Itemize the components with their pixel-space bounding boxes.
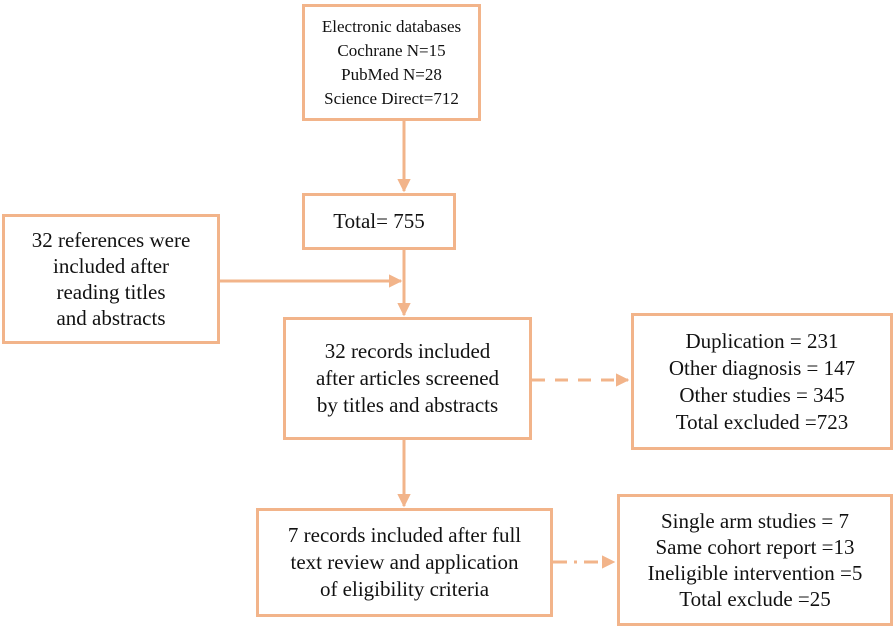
databases-line: Cochrane N=15: [337, 40, 446, 60]
references-box: 32 references were included after readin…: [2, 214, 220, 344]
second-exclusion-line: Ineligible intervention =5: [647, 561, 863, 585]
databases-line: Science Direct=712: [324, 88, 459, 108]
second-exclusion-line: Single arm studies = 7: [661, 509, 849, 533]
screened-line: 32 records included: [324, 339, 491, 363]
references-line: and abstracts: [56, 306, 166, 330]
databases-line: PubMed N=28: [341, 64, 442, 84]
first-exclusion-box: Duplication = 231 Other diagnosis = 147 …: [631, 313, 893, 450]
references-line: included after: [52, 254, 170, 278]
second-exclusion-box: Single arm studies = 7 Same cohort repor…: [617, 494, 893, 626]
first-exclusion-line: Other diagnosis = 147: [668, 355, 856, 380]
screened-records-box: 32 records included after articles scree…: [283, 317, 532, 440]
references-line: reading titles: [56, 280, 166, 304]
full-text-line: 7 records included after full: [287, 523, 522, 547]
references-line: 32 references were: [31, 228, 191, 252]
full-text-line: text review and application: [290, 550, 519, 574]
screened-line: after articles screened: [315, 366, 500, 390]
databases-line: Electronic databases: [321, 16, 462, 36]
second-exclusion-line: Total exclude =25: [679, 587, 831, 611]
databases-box: Electronic databases Cochrane N=15 PubMe…: [302, 4, 481, 121]
second-exclusion-line: Same cohort report =13: [655, 535, 855, 559]
full-text-line: of eligibility criteria: [319, 577, 490, 601]
first-exclusion-line: Other studies = 345: [679, 382, 845, 407]
full-text-review-box: 7 records included after full text revie…: [256, 508, 553, 617]
total-box: Total= 755: [302, 193, 456, 250]
screened-line: by titles and abstracts: [316, 393, 499, 417]
first-exclusion-line: Duplication = 231: [685, 328, 839, 353]
total-line: Total= 755: [333, 209, 425, 233]
first-exclusion-line: Total excluded =723: [675, 409, 849, 434]
